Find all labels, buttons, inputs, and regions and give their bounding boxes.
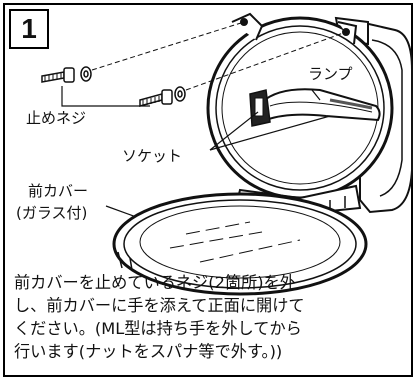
front-cover: [112, 192, 368, 296]
screw-label: 止めネジ: [26, 109, 87, 127]
step-number: 1: [9, 9, 49, 49]
screw-icon: [41, 67, 75, 83]
front-cover-label-line2: (ガラス付): [16, 204, 88, 222]
lamp-tube: [260, 88, 381, 122]
washer-icon: [174, 86, 186, 102]
front-cover-label: 前カバー (ガラス付): [16, 180, 88, 224]
instruction-line: 前カバーを止めているネジ(2箇所)を外: [14, 273, 296, 292]
instruction-line: し、前カバーに手を添えて正面に開けて: [14, 296, 305, 315]
screw-icon: [139, 89, 173, 107]
instruction-line: 行います(ナットをスパナ等で外す。)): [14, 342, 283, 361]
instruction-text: 前カバーを止めているネジ(2箇所)を外 し、前カバーに手を添えて正面に開けて く…: [14, 271, 414, 363]
socket-label: ソケット: [122, 147, 183, 165]
socket: [249, 89, 271, 127]
alignment-lines: [91, 21, 347, 91]
lamp-label: ランプ: [308, 65, 353, 83]
front-cover-label-line1: 前カバー: [28, 182, 89, 200]
washer-icon: [80, 66, 92, 82]
instruction-line: ください。(ML型は持ち手を外してから: [14, 319, 302, 338]
